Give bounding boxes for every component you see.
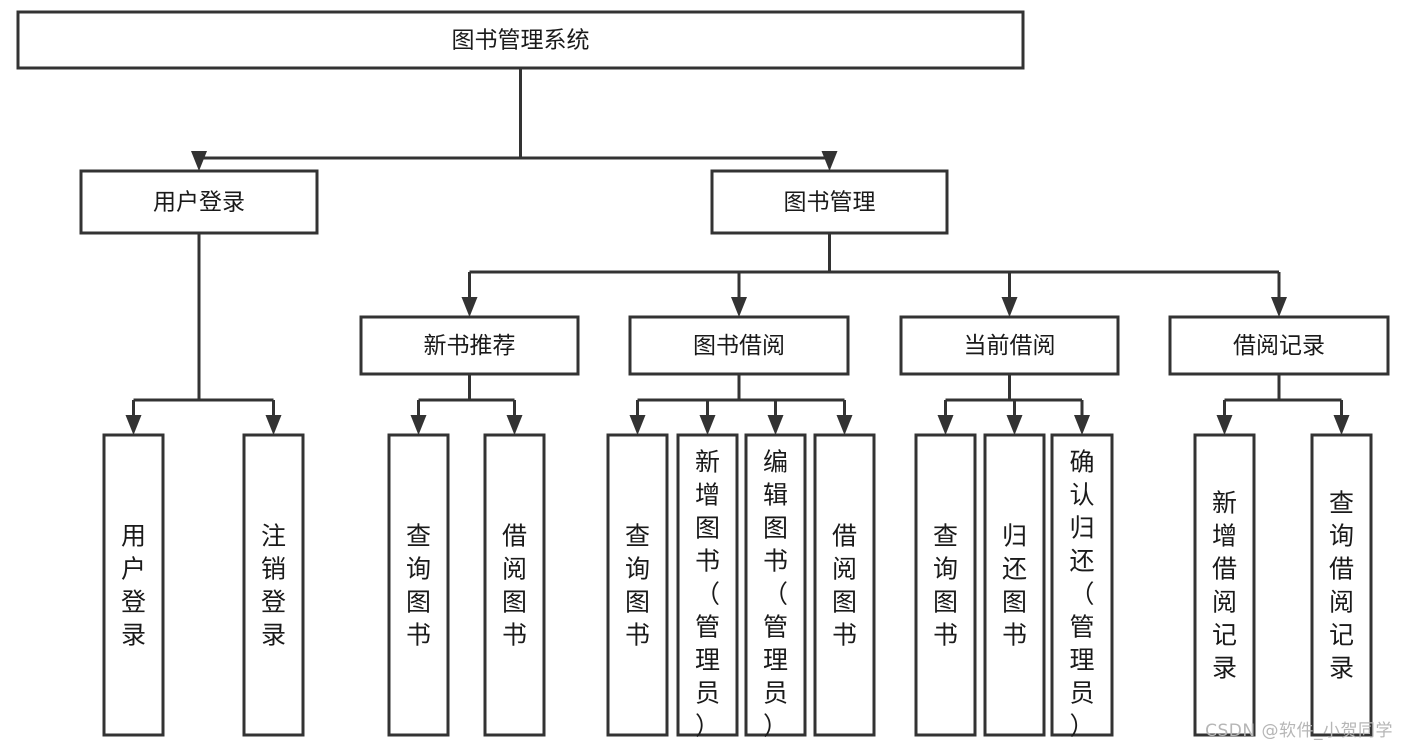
node-box-leaf-user-login: [102, 433, 165, 737]
node-box-book-management: [710, 169, 949, 235]
node-leaf-query-book-3[interactable]: 查询图书: [914, 433, 977, 737]
node-leaf-user-login[interactable]: 用户登录: [102, 433, 165, 737]
arrow-head-icon: [1006, 415, 1023, 435]
node-box-leaf-borrow-book-1: [483, 433, 546, 737]
node-layer: 图书管理系统用户登录图书管理新书推荐图书借阅当前借阅借阅记录用户登录注销登录查询…: [16, 10, 1390, 741]
arrow-head-icon: [629, 415, 646, 435]
node-label-user-login: 用户登录: [153, 190, 245, 216]
node-leaf-query-book-1[interactable]: 查询图书: [387, 433, 450, 737]
node-label-leaf-return-book: 归还图书: [1002, 522, 1027, 650]
node-box-root: [16, 10, 1025, 70]
node-box-leaf-borrow-book-2: [813, 433, 876, 737]
arrow-head-icon: [1001, 297, 1018, 317]
node-label-leaf-borrow-book-2: 借阅图书: [832, 522, 857, 650]
node-box-leaf-edit-book: [744, 433, 807, 737]
node-box-new-book-recommend: [359, 315, 580, 376]
node-box-leaf-add-borrow-record: [1193, 433, 1256, 737]
arrow-head-icon: [125, 415, 142, 435]
node-label-root: 图书管理系统: [452, 28, 590, 54]
node-leaf-confirm-return[interactable]: 确认归还（管理员）: [1050, 433, 1114, 741]
node-root[interactable]: 图书管理系统: [16, 10, 1025, 70]
node-borrow-record[interactable]: 借阅记录: [1168, 315, 1390, 376]
node-leaf-return-book[interactable]: 归还图书: [983, 433, 1046, 737]
node-label-borrow-record: 借阅记录: [1233, 333, 1325, 359]
node-label-leaf-query-book-1: 查询图书: [406, 522, 431, 650]
arrow-head-icon: [836, 415, 853, 435]
node-box-leaf-return-book: [983, 433, 1046, 737]
node-label-book-borrow: 图书借阅: [693, 333, 785, 359]
arrow-head-icon: [767, 415, 784, 435]
arrow-head-icon: [699, 415, 716, 435]
node-box-borrow-record: [1168, 315, 1390, 376]
node-box-leaf-query-book-1: [387, 433, 450, 737]
node-label-leaf-user-login: 用户登录: [121, 522, 146, 650]
arrow-head-icon: [1074, 415, 1090, 435]
node-box-leaf-logout: [242, 433, 305, 737]
node-leaf-logout[interactable]: 注销登录: [242, 433, 305, 737]
node-box-leaf-query-borrow-record: [1310, 433, 1373, 737]
node-new-book-recommend[interactable]: 新书推荐: [359, 315, 580, 376]
node-box-leaf-query-book-3: [914, 433, 977, 737]
node-label-leaf-confirm-return: 确认归还（管理员）: [1069, 448, 1094, 741]
arrow-head-icon: [506, 415, 523, 435]
node-book-borrow[interactable]: 图书借阅: [628, 315, 850, 376]
node-label-leaf-query-borrow-record: 查询借阅记录: [1329, 489, 1354, 683]
arrow-head-icon: [1216, 415, 1233, 435]
connector-layer: [125, 68, 1350, 435]
node-box-current-borrow: [899, 315, 1120, 376]
arrow-head-icon: [461, 297, 478, 317]
node-label-leaf-add-borrow-record: 新增借阅记录: [1212, 489, 1237, 683]
node-leaf-borrow-book-1[interactable]: 借阅图书: [483, 433, 546, 737]
node-current-borrow[interactable]: 当前借阅: [899, 315, 1120, 376]
node-book-management[interactable]: 图书管理: [710, 169, 949, 235]
arrow-head-icon: [410, 415, 427, 435]
node-label-leaf-logout: 注销登录: [261, 522, 286, 650]
node-label-leaf-add-book: 新增图书（管理员）: [695, 448, 720, 741]
node-label-leaf-query-book-2: 查询图书: [625, 522, 650, 650]
node-box-book-borrow: [628, 315, 850, 376]
node-box-leaf-add-book: [676, 433, 739, 737]
node-box-leaf-confirm-return: [1050, 433, 1114, 737]
node-box-leaf-query-book-2: [606, 433, 669, 737]
node-label-leaf-borrow-book-1: 借阅图书: [502, 522, 527, 650]
arrow-head-icon: [731, 297, 747, 317]
node-leaf-borrow-book-2[interactable]: 借阅图书: [813, 433, 876, 737]
node-leaf-query-book-2[interactable]: 查询图书: [606, 433, 669, 737]
node-leaf-query-borrow-record[interactable]: 查询借阅记录: [1310, 433, 1373, 737]
node-user-login[interactable]: 用户登录: [79, 169, 319, 235]
node-label-book-management: 图书管理: [784, 190, 876, 216]
arrow-head-icon: [1333, 415, 1350, 435]
node-box-user-login: [79, 169, 319, 235]
arrow-head-icon: [1271, 297, 1287, 317]
node-label-leaf-edit-book: 编辑图书（管理员）: [763, 448, 788, 741]
node-leaf-add-borrow-record[interactable]: 新增借阅记录: [1193, 433, 1256, 737]
arrow-head-icon: [821, 151, 838, 171]
arrow-head-icon: [191, 151, 207, 171]
node-leaf-edit-book[interactable]: 编辑图书（管理员）: [744, 433, 807, 741]
node-label-new-book-recommend: 新书推荐: [424, 333, 516, 359]
arrow-head-icon: [265, 415, 282, 435]
node-label-current-borrow: 当前借阅: [964, 333, 1056, 359]
node-label-leaf-query-book-3: 查询图书: [933, 522, 958, 650]
node-leaf-add-book[interactable]: 新增图书（管理员）: [676, 433, 739, 741]
arrow-head-icon: [937, 415, 954, 435]
